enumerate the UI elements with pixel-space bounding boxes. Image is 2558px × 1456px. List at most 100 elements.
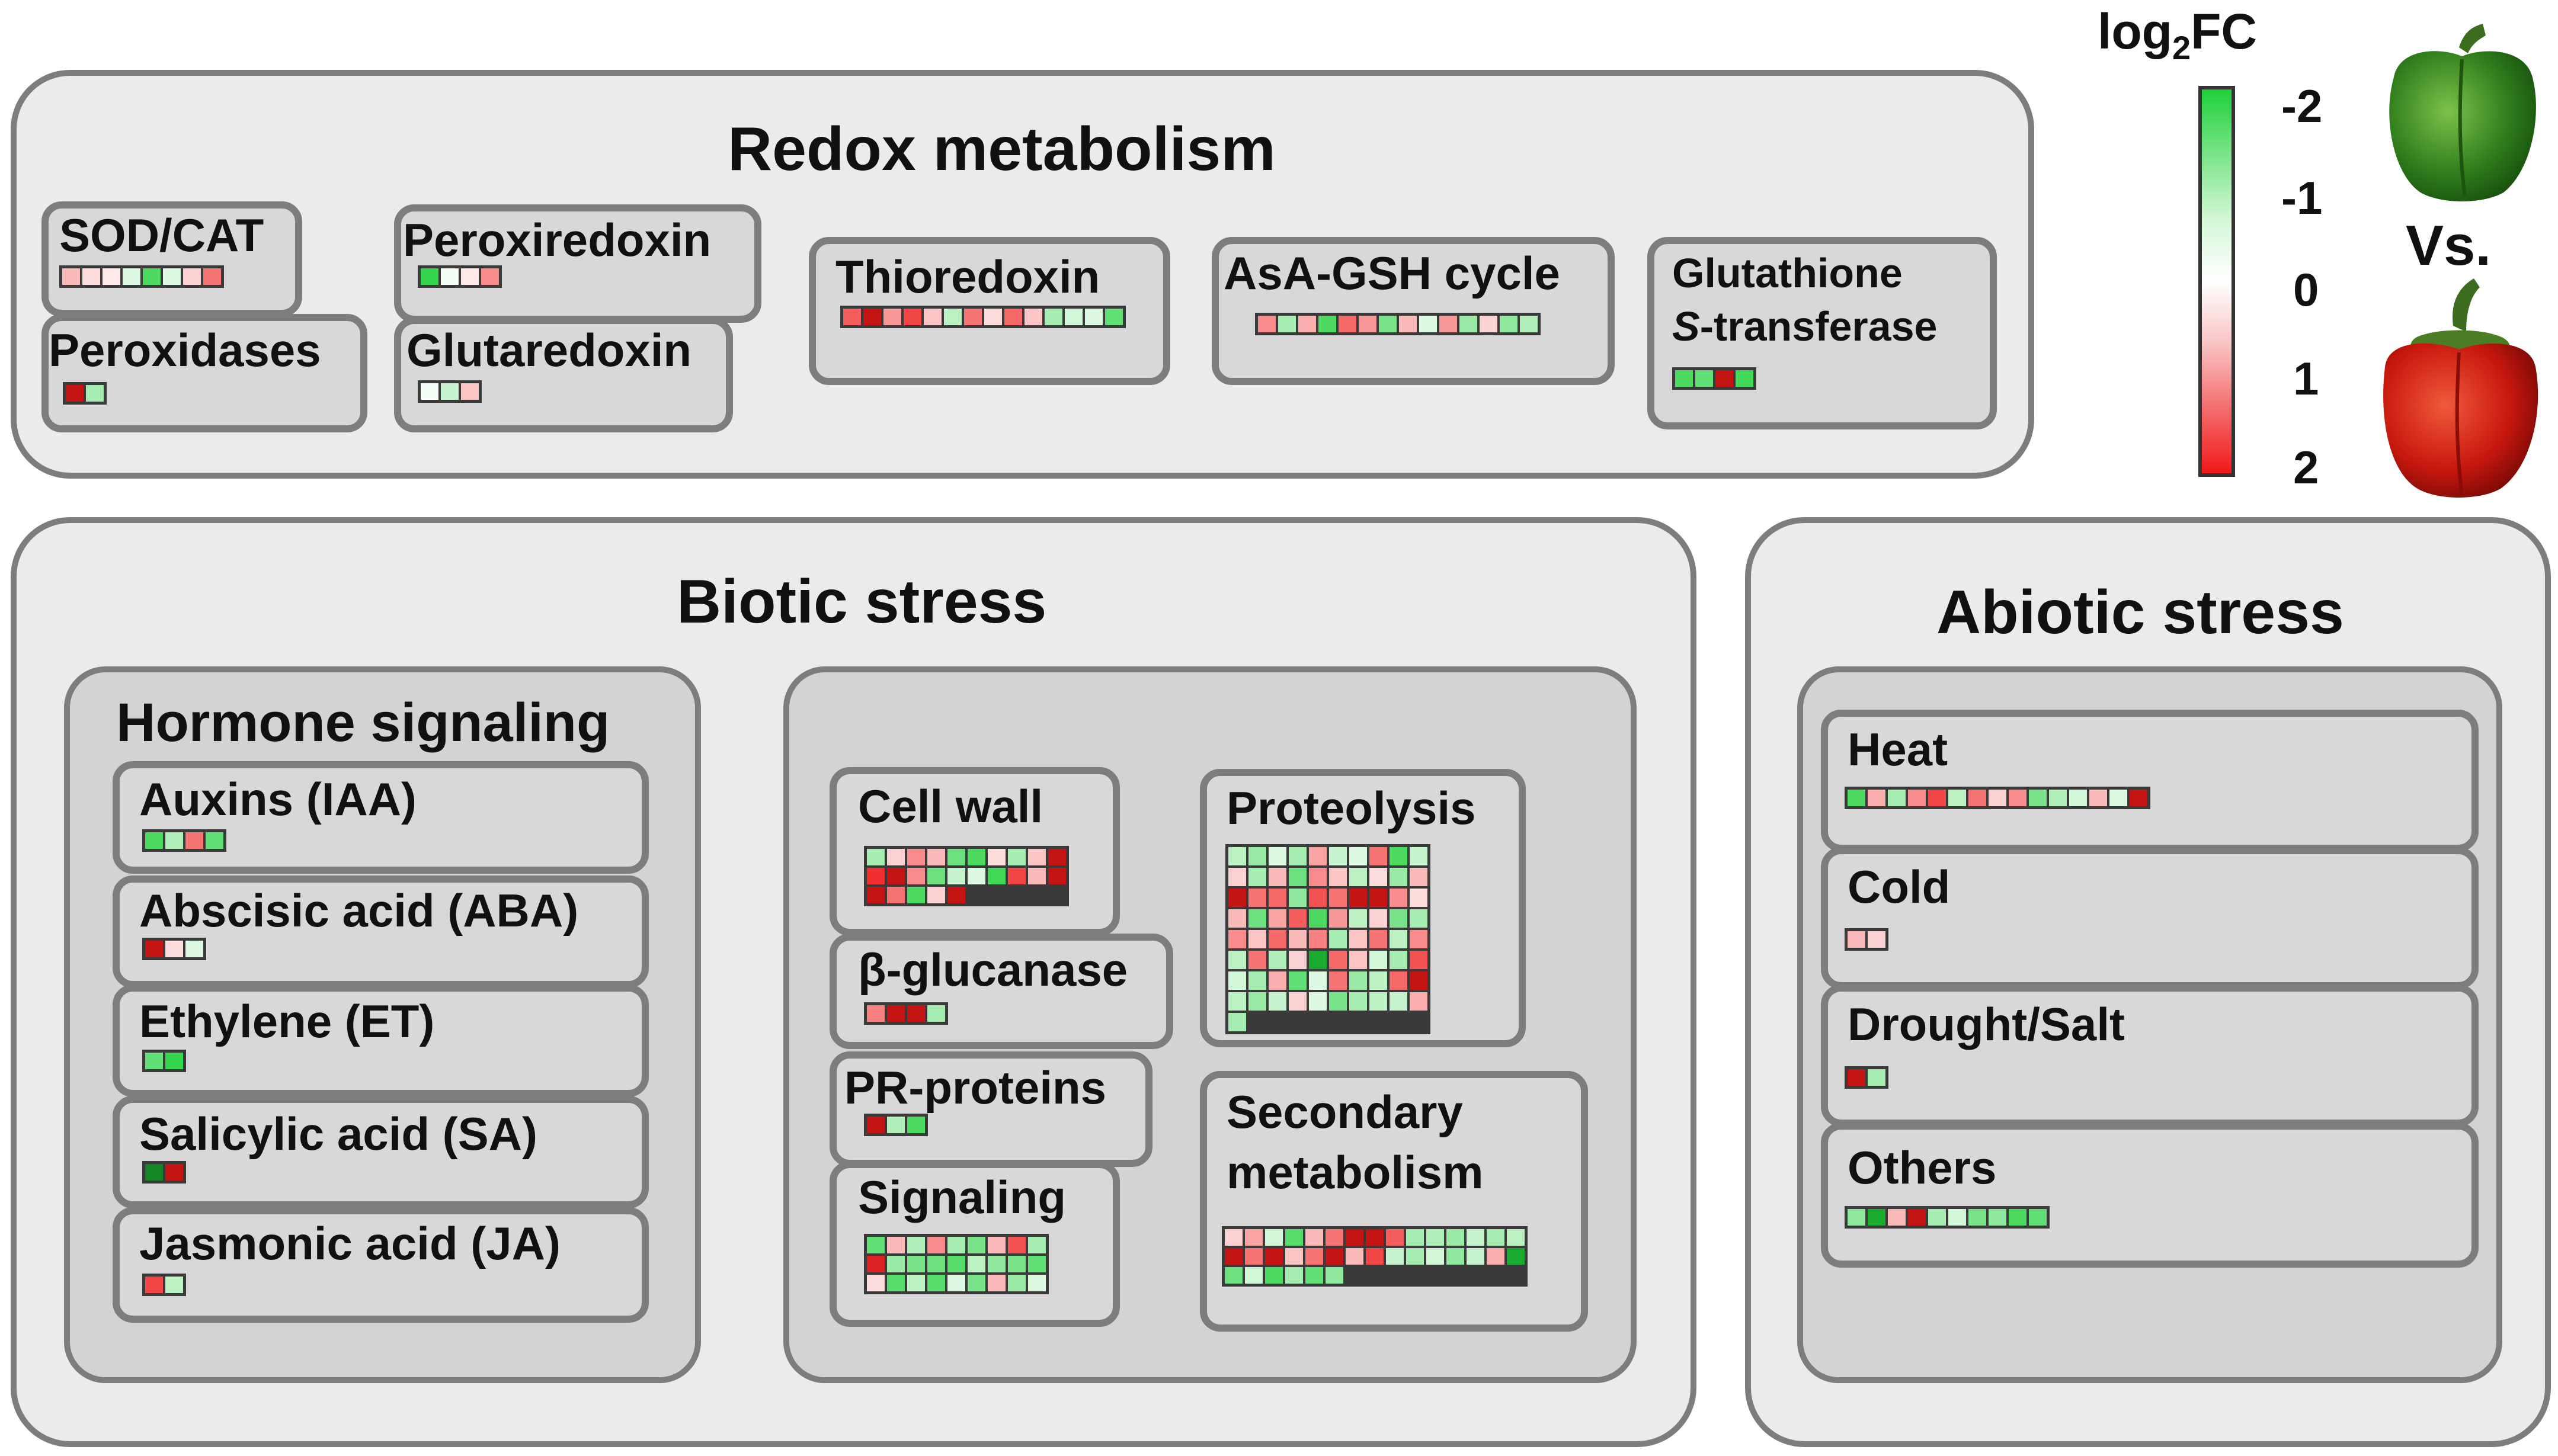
heatmap-cell (1289, 951, 1307, 969)
heatmap-cell (1309, 847, 1327, 865)
heatmap-cell (1228, 889, 1246, 907)
heatmap-cell (1085, 309, 1103, 325)
heatmap-cell (887, 1237, 905, 1253)
sod-cat-label: SOD/CAT (59, 209, 264, 261)
drought-salt-label: Drought/Salt (1848, 998, 2125, 1050)
aba-label: Abscisic acid (ABA) (139, 884, 579, 937)
heatmap-cell (988, 1237, 1006, 1253)
heatmap-cell (1289, 847, 1307, 865)
redox-metabolism-title: Redox metabolism (728, 115, 1276, 184)
heatmap-cell (907, 1256, 925, 1272)
heatmap-cell (1848, 931, 1865, 948)
heatmap-cell (904, 309, 921, 325)
pr-proteins-label: PR-proteins (844, 1061, 1107, 1114)
heatmap-cell (1410, 847, 1427, 865)
asa-gsh-cycle-box (1212, 237, 1615, 385)
heatmap-cell (843, 309, 861, 325)
heatmap-cell (927, 887, 945, 903)
heatmap-cell (1278, 316, 1296, 332)
heatmap-cell (1265, 1267, 1283, 1284)
heatmap-cell (1289, 889, 1307, 907)
salicylic-acid-heatmap (142, 1161, 186, 1184)
heatmap-cell (461, 383, 479, 400)
heatmap-cell (1248, 868, 1266, 886)
heatmap-cell (1390, 971, 1407, 990)
heatmap-cell (907, 849, 925, 865)
biotic-stress-title: Biotic stress (677, 567, 1047, 636)
heatmap-cell (1369, 868, 1387, 886)
heatmap-cell (1225, 1248, 1243, 1265)
heatmap-cell (145, 832, 163, 849)
proteolysis-heatmap (1225, 844, 1430, 1034)
heatmap-cell (1848, 1209, 1865, 1226)
heatmap-cell (1289, 930, 1307, 948)
heatmap-cell (1028, 849, 1046, 865)
heatmap-cell (1269, 971, 1286, 990)
heatmap-cell (1948, 790, 1966, 806)
heatmap-cell (947, 1275, 965, 1291)
heatmap-cell (1269, 889, 1286, 907)
heatmap-cell (1269, 909, 1286, 928)
heatmap-cell (1285, 1248, 1303, 1265)
heatmap-cell (143, 268, 161, 285)
secondary-label: Secondary (1227, 1086, 1463, 1138)
jasmonic-acid-heatmap (142, 1274, 186, 1296)
heatmap-cell (1265, 1248, 1283, 1265)
ethylene-heatmap (142, 1050, 186, 1072)
heatmap-cell (123, 268, 140, 285)
heatmap-cell (1285, 1229, 1303, 1246)
heatmap-cell (863, 309, 881, 325)
heatmap-cell (1369, 971, 1387, 990)
cell-wall-heatmap (864, 846, 1069, 906)
heatmap-cell (1309, 909, 1327, 928)
heatmap-cell (887, 1275, 905, 1291)
heatmap-cell (1309, 930, 1327, 948)
heatmap-cell (1309, 889, 1327, 907)
heatmap-cell (1289, 992, 1307, 1011)
heatmap-cell (867, 868, 885, 884)
heatmap-cell (1868, 1209, 1885, 1226)
heatmap-cell (907, 1275, 925, 1291)
heatmap-cell (1269, 868, 1286, 886)
heatmap-cell (1309, 868, 1327, 886)
others-label: Others (1848, 1141, 1997, 1194)
heatmap-cell (1390, 930, 1407, 948)
s-transferase-label: S-transferase (1672, 303, 1938, 349)
heatmap-cell (145, 941, 163, 957)
heatmap-cell (1467, 1229, 1484, 1246)
heatmap-cell (145, 1053, 163, 1069)
heatmap-cell (968, 1237, 985, 1253)
signaling-heatmap (864, 1234, 1049, 1294)
heatmap-cell (988, 1256, 1006, 1272)
heatmap-cell (1868, 1069, 1885, 1086)
heatmap-cell (1285, 1267, 1303, 1284)
heatmap-cell (887, 868, 905, 884)
heatmap-cell (968, 1275, 985, 1291)
heatmap-cell (1309, 951, 1327, 969)
heatmap-cell (1467, 1248, 1484, 1265)
heatmap-cell (103, 268, 120, 285)
glutathione-label: Glutathione (1672, 250, 1903, 296)
peroxiredoxin-heatmap (418, 265, 502, 288)
heatmap-cell (1406, 1248, 1424, 1265)
heatmap-cell (2089, 790, 2107, 806)
beta-glucanase-box (830, 934, 1173, 1049)
gst-heatmap (1672, 367, 1756, 390)
heatmap-cell (867, 1237, 885, 1253)
heatmap-cell (1228, 909, 1246, 928)
beta-glucanase-heatmap (864, 1002, 948, 1025)
heatmap-cell (1008, 868, 1026, 884)
heatmap-cell (1228, 971, 1246, 990)
heatmap-cell (1410, 889, 1427, 907)
heatmap-cell (1228, 930, 1246, 948)
others-heatmap (1845, 1206, 2050, 1229)
heatmap-cell (1369, 930, 1387, 948)
heatmap-cell (1369, 909, 1387, 928)
heatmap-cell (887, 1005, 905, 1022)
heatmap-cell (947, 1237, 965, 1253)
heatmap-cell (1305, 1229, 1323, 1246)
heatmap-cell (1349, 930, 1367, 948)
heatmap-cell (1008, 1275, 1026, 1291)
heatmap-cell (421, 383, 438, 400)
heatmap-cell (867, 1256, 885, 1272)
